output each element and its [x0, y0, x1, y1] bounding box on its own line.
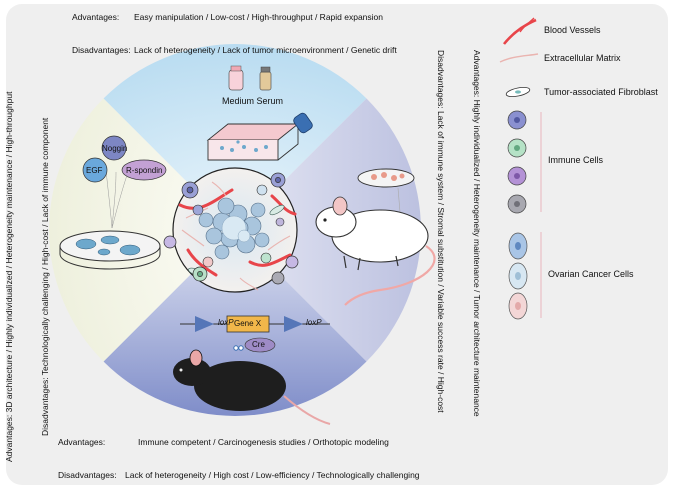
noggin-label: Noggin	[102, 144, 128, 153]
bottom-disadvantages-text: Lack of heterogeneity / High cost / Low-…	[125, 470, 420, 480]
top-disadvantages-text: Lack of heterogeneity / Lack of tumor mi…	[134, 45, 397, 55]
culture-flask-illustration	[206, 65, 313, 161]
top-disadvantages-label: Disadvantages:	[72, 45, 131, 55]
loxp-right-label: loxP	[306, 318, 322, 327]
loxp-left-label: loxP	[218, 318, 234, 327]
bottom-advantages-text: Immune competent / Carcinogenesis studie…	[138, 437, 389, 447]
bottom-advantages-label: Advantages:	[58, 437, 106, 447]
top-advantages-text: Easy manipulation / Low-cost / High-thro…	[134, 12, 384, 22]
legend-fibroblast: Tumor-associated Fibroblast	[544, 87, 658, 97]
right-advantages-text: Advantages: Highly individualized / Hete…	[472, 50, 482, 417]
pdx-mouse-illustration	[315, 168, 436, 306]
surrounding-cells	[163, 172, 299, 285]
cre-label: Cre	[252, 340, 265, 349]
right-disadvantages-text: Disadvantages: Lack of immune system / S…	[436, 50, 446, 413]
legend-ovarian-cancer-cells: Ovarian Cancer Cells	[548, 269, 634, 279]
legend-blood-vessels: Blood Vessels	[544, 25, 601, 35]
medium-serum-label: Medium Serum	[222, 96, 284, 106]
gene-x-label: Gene X	[234, 319, 262, 328]
left-advantages-text: Advantages: 3D architecture / Highly ind…	[4, 91, 14, 462]
bottom-disadvantages-label: Disadvantages:	[58, 470, 117, 480]
r-spondin-label: R-spondin	[126, 166, 163, 175]
legend-icons	[499, 17, 542, 320]
left-disadvantages-text: Disadvantages: Technologically challengi…	[40, 117, 50, 436]
organoid-dish-illustration	[59, 135, 167, 270]
legend-extracellular-matrix: Extracellular Matrix	[544, 53, 621, 63]
tumor-sphere	[172, 167, 298, 293]
egf-label: EGF	[86, 166, 103, 175]
legend-immune-cells: Immune Cells	[548, 155, 604, 165]
gemm-illustration	[173, 315, 331, 425]
top-advantages-label: Advantages:	[72, 12, 120, 22]
